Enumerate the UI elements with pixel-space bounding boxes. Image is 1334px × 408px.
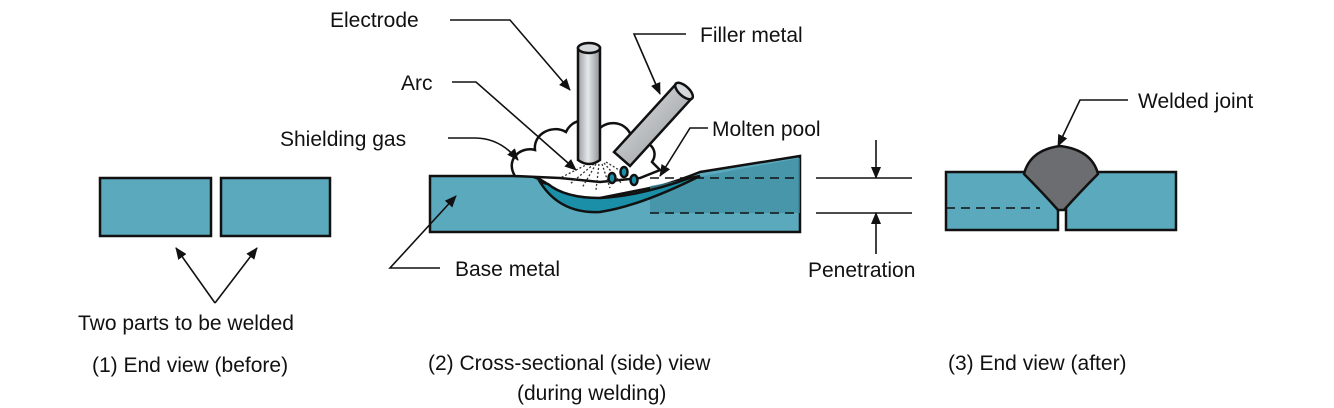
label-molten-pool: Molten pool — [712, 118, 821, 141]
filler-top — [673, 81, 695, 101]
leader-shielding-gas — [448, 137, 519, 161]
part-left — [98, 176, 213, 238]
electrode-top — [576, 41, 602, 55]
label-two-parts: Two parts to be welded — [78, 312, 294, 335]
caption-view2-line2: (during welding) — [517, 382, 666, 405]
electrode-rod — [576, 46, 602, 166]
arrow-to-left-part — [175, 247, 216, 304]
caption-view3: (3) End view (after) — [948, 352, 1127, 375]
weld-region — [650, 158, 800, 213]
penetration-dimension — [816, 140, 912, 254]
caption-view2-line1: (2) Cross-sectional (side) view — [428, 352, 711, 375]
label-arc: Arc — [401, 72, 433, 95]
molten-pool — [537, 174, 701, 214]
label-electrode: Electrode — [330, 9, 419, 32]
leader-base-metal — [388, 195, 457, 269]
arrow-to-right-part — [214, 247, 258, 304]
view1-end-before: Two parts to be welded (1) End view (bef… — [78, 176, 332, 377]
weld-bead — [1022, 144, 1100, 212]
label-penetration: Penetration — [808, 259, 915, 282]
leader-filler-metal — [632, 33, 686, 95]
view3-end-after: Welded joint (3) End view (after) — [944, 90, 1253, 375]
view2-cross-section: Electrode Filler metal Arc Shielding gas… — [280, 9, 915, 405]
leader-electrode — [450, 19, 571, 91]
label-shielding-gas: Shielding gas — [280, 128, 406, 151]
label-welded-joint: Welded joint — [1138, 90, 1253, 113]
label-base-metal: Base metal — [455, 258, 560, 281]
leader-arc — [452, 81, 577, 171]
part-right — [219, 176, 332, 238]
filler-droplets — [607, 165, 639, 187]
label-filler-metal: Filler metal — [700, 24, 803, 47]
caption-view1: (1) End view (before) — [92, 354, 288, 377]
leader-welded-joint — [1057, 99, 1128, 147]
leader-molten-pool — [659, 127, 708, 177]
